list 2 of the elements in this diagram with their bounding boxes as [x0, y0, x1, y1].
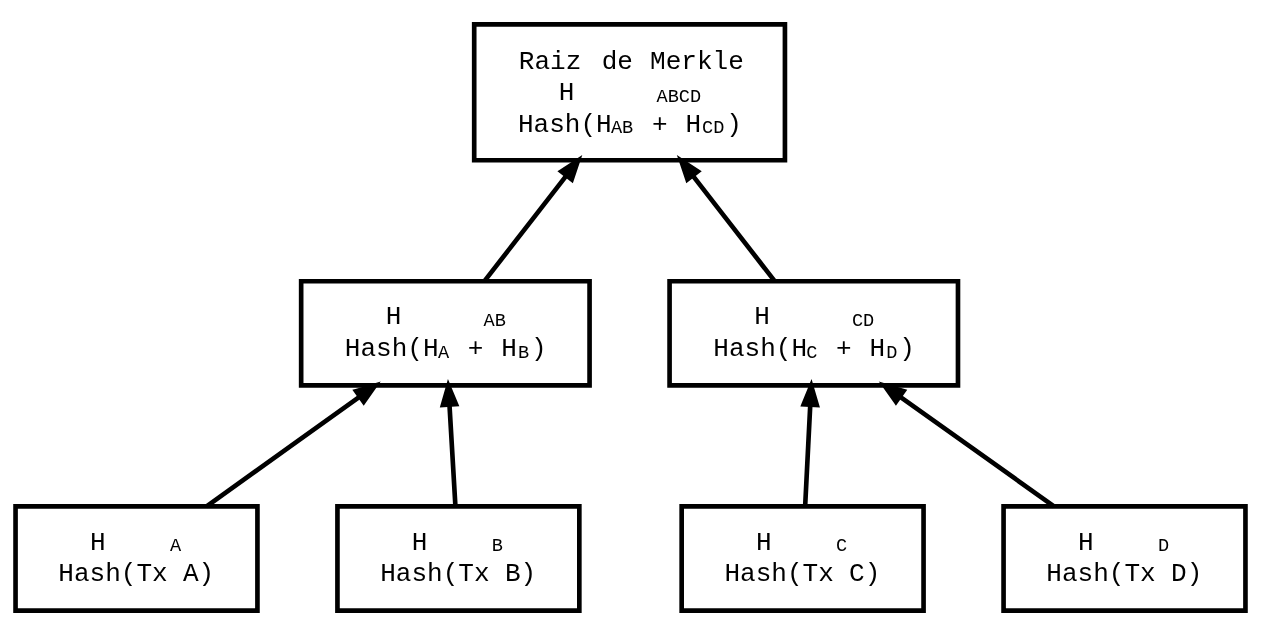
arrow: [439, 378, 460, 507]
arrow: [800, 378, 820, 507]
